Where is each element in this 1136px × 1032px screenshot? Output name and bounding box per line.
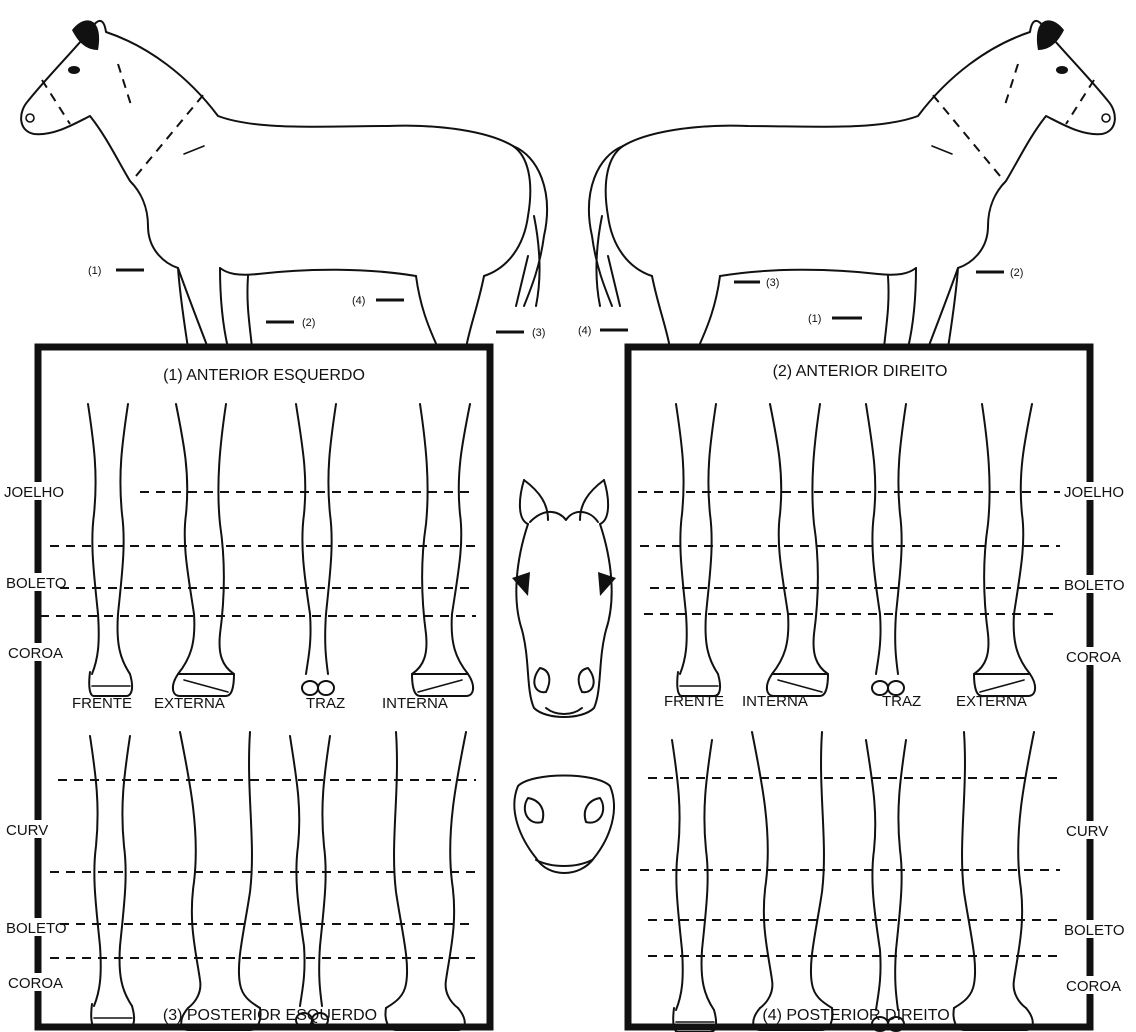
view-label: FRENTE: [72, 695, 132, 712]
view-labels-right: FRENTE INTERNA TRAZ EXTERNA: [664, 693, 1027, 710]
label-boleto: BOLETO: [1064, 922, 1125, 939]
panel-title-hind-left: (3) POSTERIOR ESQUERDO: [163, 1007, 377, 1024]
view-label: TRAZ: [306, 695, 345, 712]
view-label: TRAZ: [882, 693, 921, 710]
panel-frame-left: [38, 347, 490, 1027]
label-coroa: COROA: [8, 645, 63, 662]
label-coroa: COROA: [8, 975, 63, 992]
label-boleto: BOLETO: [6, 920, 67, 937]
leg-pointer-label: (1): [88, 265, 101, 277]
leg-pointer-label: (1): [808, 313, 821, 325]
label-coroa: COROA: [1066, 978, 1121, 995]
horse-left-icon: [21, 20, 547, 348]
panel-title-front-right: (2) ANTERIOR DIREITO: [773, 363, 948, 380]
leg-pointer-label: (4): [352, 295, 365, 307]
view-label: EXTERNA: [154, 695, 225, 712]
view-label: INTERNA: [742, 693, 808, 710]
label-boleto: BOLETO: [6, 575, 67, 592]
panel-title-front-left: (1) ANTERIOR ESQUERDO: [163, 367, 365, 384]
view-label: INTERNA: [382, 695, 448, 712]
hind-legs-right: [640, 732, 1060, 1032]
front-legs-left: [40, 404, 476, 696]
hind-legs-left: [50, 732, 476, 1030]
label-coroa: COROA: [1066, 649, 1121, 666]
leg-pointer-label: (4): [578, 325, 591, 337]
view-label: FRENTE: [664, 693, 724, 710]
side-labels-right: JOELHO BOLETO COROA CURV BOLETO COROA: [1062, 482, 1134, 995]
label-curv: CURV: [1066, 823, 1108, 840]
leg-pointer-label: (3): [766, 277, 779, 289]
view-labels-left: FRENTE EXTERNA TRAZ INTERNA: [72, 695, 448, 712]
horse-head-front-icon: [512, 480, 616, 717]
label-curv: CURV: [6, 822, 48, 839]
leg-pointer-label: (2): [1010, 267, 1023, 279]
view-label: EXTERNA: [956, 693, 1027, 710]
horse-right-icon: [589, 20, 1115, 348]
front-legs-right: [638, 404, 1060, 696]
label-joelho: JOELHO: [4, 484, 64, 501]
horse-muzzle-icon: [514, 776, 614, 874]
panel-title-hind-right: (4) POSTERIOR DIREITO: [762, 1007, 949, 1024]
leg-pointer-label: (3): [532, 327, 545, 339]
leg-pointer-label: (2): [302, 317, 315, 329]
label-boleto: BOLETO: [1064, 577, 1125, 594]
label-joelho: JOELHO: [1064, 484, 1124, 501]
